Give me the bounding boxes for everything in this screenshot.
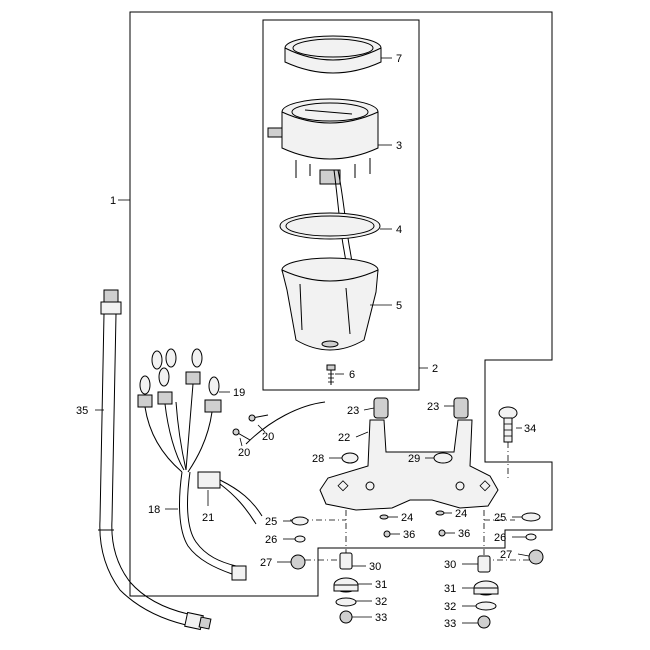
callout-6: 6: [349, 369, 355, 381]
callout-23-right: 23: [427, 401, 439, 413]
damper-stack-left: [333, 552, 359, 624]
callout-36-right: 36: [458, 528, 470, 540]
callout-21: 21: [202, 512, 214, 524]
callout-33-left: 33: [375, 612, 387, 624]
assembly-frame-2: [262, 19, 420, 391]
callout-31-left: 31: [375, 579, 387, 591]
callout-26-left: 26: [265, 534, 277, 546]
bezel-ring-part: [284, 35, 382, 74]
washer-part-24-right: [435, 510, 445, 516]
callout-22: 22: [338, 432, 350, 444]
nut-part-27-right: [528, 549, 544, 565]
callout-33-right: 33: [444, 618, 456, 630]
callout-27-left: 27: [260, 557, 272, 569]
callout-24-left: 24: [401, 512, 413, 524]
callout-7: 7: [396, 53, 402, 65]
screw-part-20: [232, 401, 326, 445]
callout-5: 5: [396, 300, 402, 312]
grommet-part-23: [373, 397, 469, 419]
callout-1: 1: [110, 195, 116, 207]
callout-29: 29: [408, 453, 420, 465]
callout-32-left: 32: [375, 596, 387, 608]
washer-part-25-right: [521, 512, 541, 522]
callout-20-lower: 20: [238, 447, 250, 459]
callout-2: 2: [432, 363, 438, 375]
nut-part-36-left: [383, 530, 391, 538]
assembly-frame-1: [129, 11, 553, 597]
screw-part-6: [326, 364, 336, 385]
callout-30-right: 30: [444, 559, 456, 571]
meter-cup-part: [281, 257, 379, 351]
washer-part-25-left: [291, 516, 309, 526]
bulb-socket-harness: [137, 348, 247, 581]
meter-head-part: [267, 98, 379, 185]
bolt-part-34: [498, 406, 518, 443]
washer-part-26-right: [525, 533, 537, 541]
callout-3: 3: [396, 140, 402, 152]
nut-part-36-right: [438, 529, 446, 537]
callout-18: 18: [148, 504, 160, 516]
callout-34: 34: [524, 423, 536, 435]
callout-28: 28: [312, 453, 324, 465]
callout-35: 35: [76, 405, 88, 417]
speedometer-cable-part: [98, 289, 212, 631]
callout-labels: 1 7 3 4 5 6 2 35 19 20 20 18 21 23 23 22…: [76, 53, 536, 630]
callout-27-right: 27: [500, 549, 512, 561]
damper-stack-right: [473, 555, 499, 629]
callout-25-right: 25: [494, 512, 506, 524]
callout-23-left: 23: [347, 405, 359, 417]
callout-20-upper: 20: [262, 431, 274, 443]
washer-part-26-left: [294, 535, 306, 543]
callout-30-left: 30: [369, 561, 381, 573]
leader-lines: [95, 57, 530, 624]
bushing-part-28: [341, 452, 359, 464]
callout-36-left: 36: [403, 529, 415, 541]
callout-32-right: 32: [444, 601, 456, 613]
callout-4: 4: [396, 224, 402, 236]
callout-19: 19: [233, 387, 245, 399]
bushing-part-29: [433, 452, 453, 464]
washer-part-24-left: [379, 514, 389, 520]
connector-part-21: [197, 471, 263, 525]
callout-31-right: 31: [444, 583, 456, 595]
callout-26-right: 26: [494, 532, 506, 544]
mounting-bracket-part: [319, 419, 499, 511]
nut-part-27-left: [290, 554, 306, 570]
callout-25-left: 25: [265, 516, 277, 528]
callout-24-right: 24: [455, 508, 467, 520]
gasket-ring-part: [279, 212, 381, 240]
